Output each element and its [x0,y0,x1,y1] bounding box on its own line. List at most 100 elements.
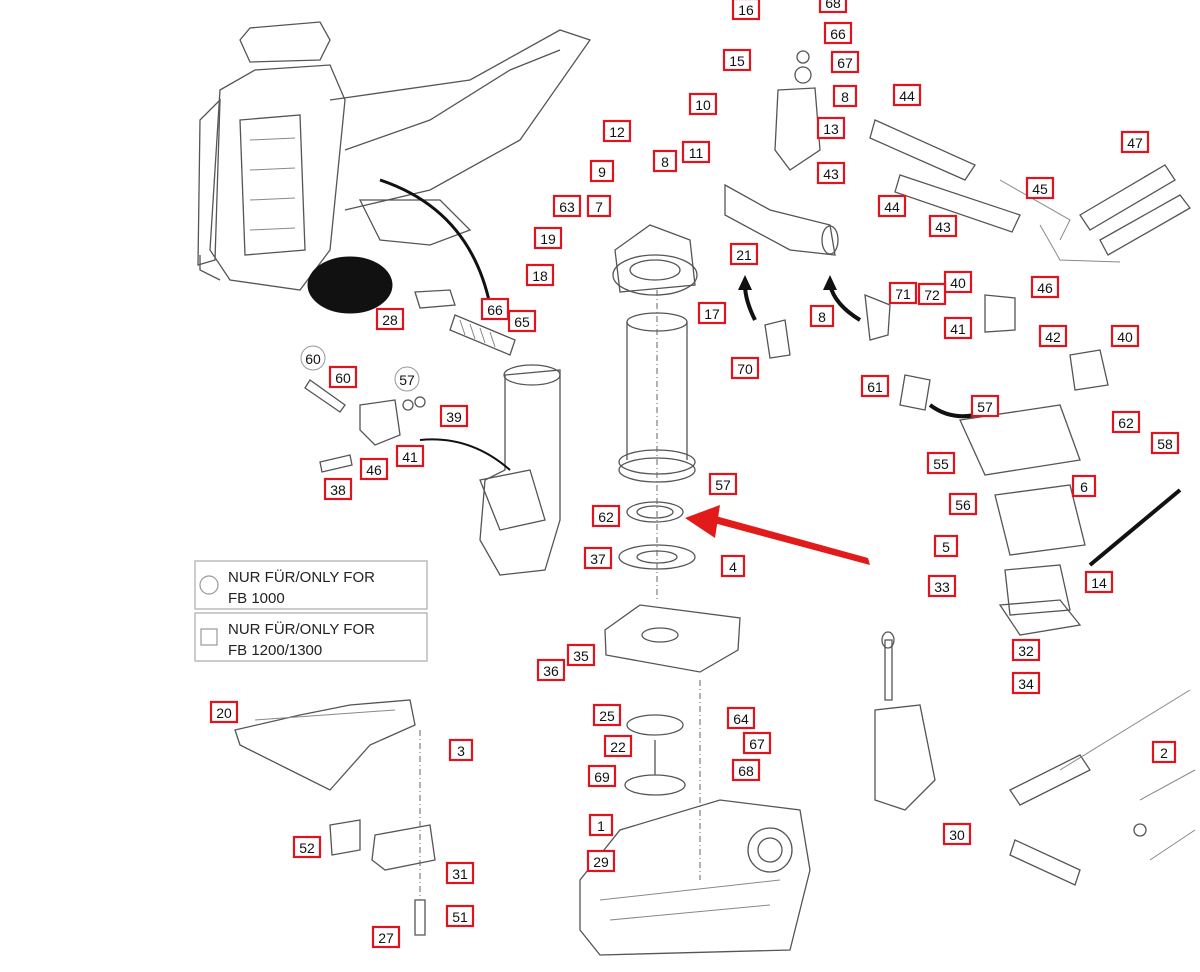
callout-number: 29 [593,854,609,870]
machine-overview-drawing [197,21,592,576]
callout-box [588,813,614,837]
callout-box [292,835,322,859]
callout-number: 38 [330,482,346,498]
part-callout-67: 67 [742,731,772,755]
part-callout-71: 71 [888,281,918,305]
callout-number: 55 [933,456,949,472]
part-callout-46: 46 [359,457,389,481]
legend-round-box [194,560,428,610]
legend-square-box [194,612,428,662]
callout-number: 17 [704,306,720,322]
part-callout-39: 39 [439,404,469,428]
part-callout-4: 4 [720,554,746,578]
callout-box [583,546,613,570]
part-callout-58: 58 [1150,431,1180,455]
callout-box [602,119,632,143]
round-marker-icon [199,575,219,595]
callout-number: 51 [452,909,468,925]
callout-box [926,451,956,475]
callout-number: 62 [598,509,614,525]
callout-number: 44 [899,88,915,104]
callout-number: 18 [532,268,548,284]
callout-box [722,48,752,72]
part-callout-65: 65 [507,309,537,333]
callout-number: 2 [1160,745,1168,761]
part-callout-35: 35 [566,643,596,667]
callout-box [1011,638,1041,662]
callout-box [439,404,469,428]
callout-box [445,904,475,928]
part-callout-1: 1 [588,813,614,837]
callout-box [832,84,858,108]
callout-box [1084,570,1114,594]
part-callout-44: 44 [877,194,907,218]
callout-number: 67 [749,736,765,752]
part-callout-20: 20 [209,700,239,724]
part-callout-57: 57 [708,472,738,496]
part-callout-33: 33 [927,574,957,598]
callout-box [1110,324,1140,348]
callout-number: 60 [335,370,351,386]
callout-box [566,643,596,667]
callout-number: 36 [543,663,559,679]
callout-box [209,700,239,724]
callout-box [742,731,772,755]
part-callout-57: 57 [970,394,1000,418]
part-callout-37: 37 [583,546,613,570]
callout-box [708,472,738,496]
callout-box [507,309,537,333]
square-marker-icon [200,628,218,646]
callout-number: 42 [1045,329,1061,345]
callout-box [536,658,566,682]
part-callout-27: 27 [371,925,401,949]
callout-number: 67 [837,55,853,71]
callout-number: 43 [823,166,839,182]
part-callout-36: 36 [536,658,566,682]
callout-box [652,149,678,173]
callout-box [328,365,358,389]
callout-box [445,861,475,885]
callout-number: 66 [487,302,503,318]
callout-box [533,226,563,250]
callout-box [480,297,510,321]
part-callout-68: 68 [818,0,848,14]
hydraulic-block-drawing [724,50,1196,886]
callout-number: 9 [598,164,606,180]
callout-number: 72 [924,287,940,303]
callout-number: 37 [590,551,606,567]
callout-number: 46 [366,462,382,478]
callout-box [948,492,978,516]
part-callout-32: 32 [1011,638,1041,662]
part-callout-56: 56 [948,492,978,516]
callout-box [731,0,761,21]
callout-number: 71 [895,286,911,302]
callout-number: 68 [825,0,841,11]
callout-number: 30 [949,827,965,843]
callout-box [729,242,759,266]
part-callout-9: 9 [589,159,615,183]
callout-box [816,161,846,185]
callout-number: 8 [818,309,826,325]
callout-box [809,304,835,328]
callout-number: 40 [950,275,966,291]
callout-number: 68 [738,763,754,779]
callout-number: 47 [1127,135,1143,151]
callout-number: 25 [599,708,615,724]
part-callout-11: 11 [681,140,711,164]
callout-number: 41 [402,449,418,465]
callout-number: 62 [1118,415,1134,431]
part-callout-31: 31 [445,861,475,885]
callout-number: 40 [1117,329,1133,345]
part-callout-21: 21 [729,242,759,266]
callout-number: 11 [689,145,704,161]
callout-number: 45 [1032,181,1048,197]
callout-number: 13 [823,121,839,137]
callout-box [688,92,718,116]
part-callout-18: 18 [525,263,555,287]
part-callout-46: 46 [1030,275,1060,299]
callout-number: 6 [1080,479,1088,495]
callout-number: 10 [695,97,711,113]
circle-marker [394,366,420,392]
callout-box [928,214,958,238]
